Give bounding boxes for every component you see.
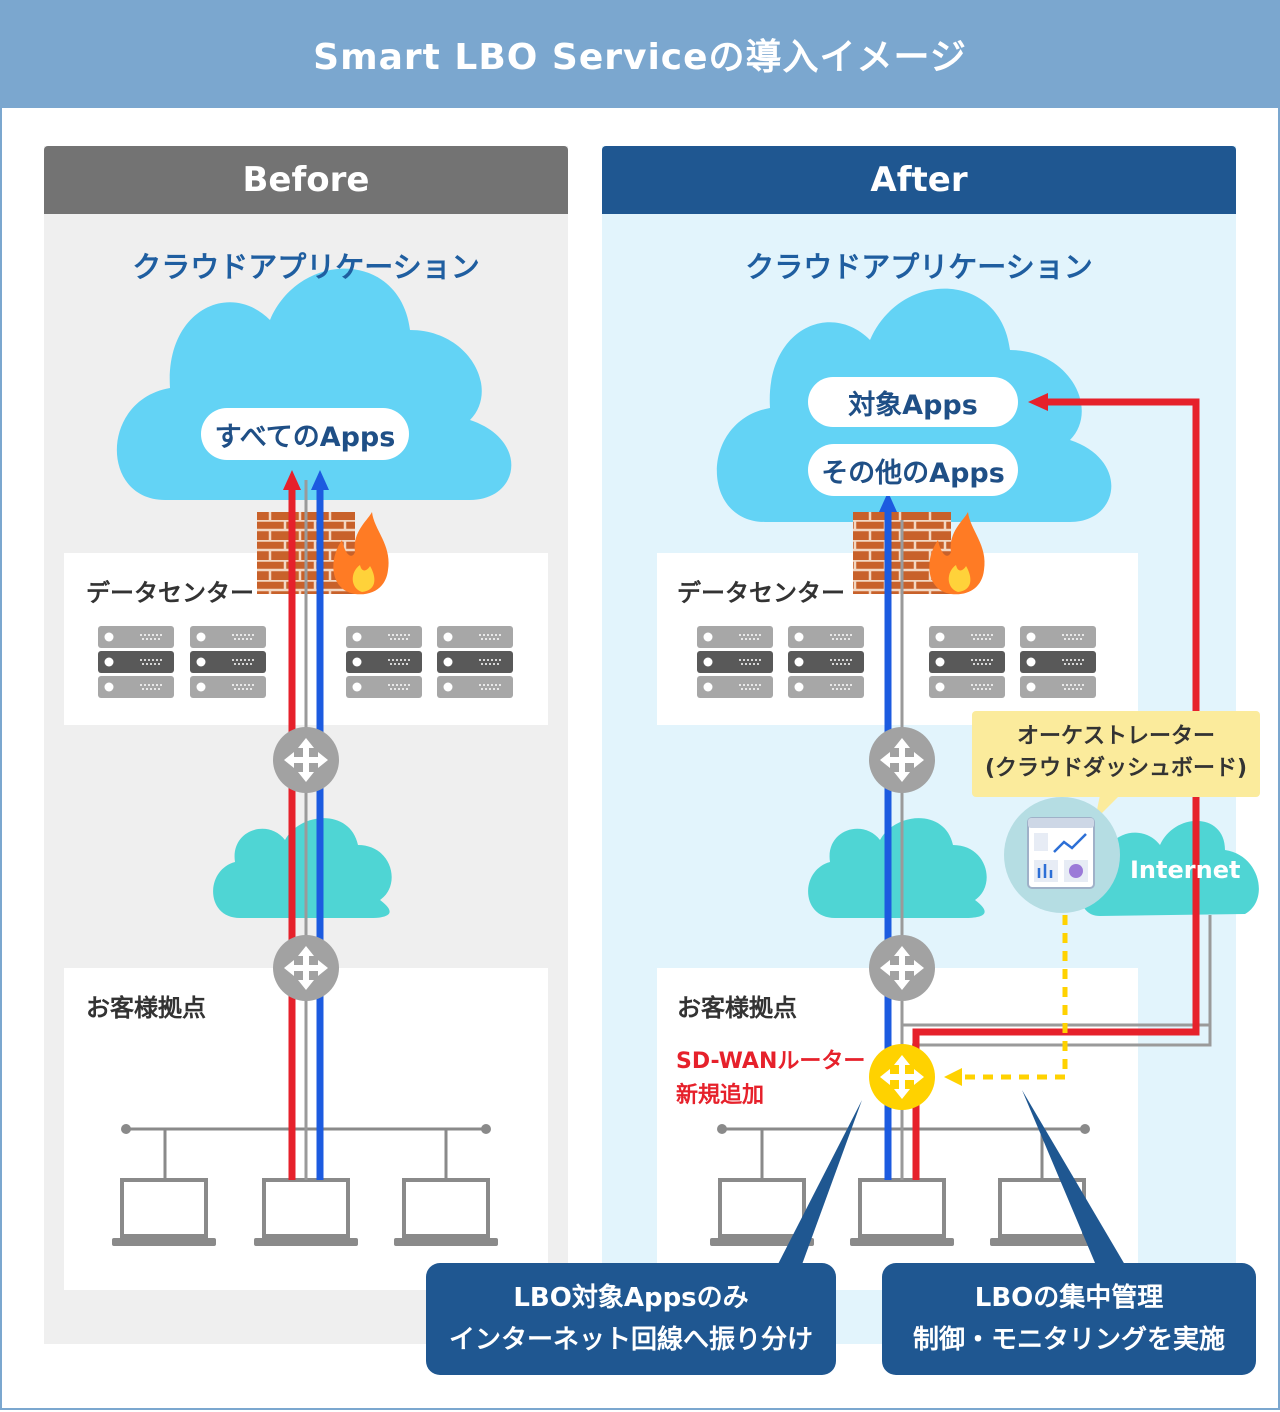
- before-router-icon-1: [273, 727, 339, 793]
- lbo-management-callout: LBOの集中管理 制御・モニタリングを実施: [882, 1263, 1256, 1375]
- internet-label: Internet: [1130, 856, 1241, 884]
- before-flame-icon: [333, 512, 389, 595]
- before-wan-cloud: [213, 818, 392, 918]
- dashboard-icon: [1004, 797, 1120, 913]
- orchestrator-control-line: [962, 915, 1068, 1080]
- before-all-apps-pill: すべてのApps: [201, 408, 409, 460]
- orchestrator-label-line1: オーケストレーター: [1016, 724, 1215, 749]
- lbo-management-callout-line1: LBOの集中管理: [974, 1283, 1164, 1313]
- after-wan-cloud: [808, 818, 987, 918]
- lbo-routing-callout-line1: LBO対象Appsのみ: [513, 1283, 749, 1313]
- after-router-icon-1: [869, 727, 935, 793]
- before-cloud-title: クラウドアプリケーション: [132, 250, 480, 284]
- lbo-routing-callout: LBO対象Appsのみ インターネット回線へ振り分け: [426, 1263, 836, 1375]
- orchestrator-label-line2: (クラウドダッシュボード): [984, 756, 1248, 781]
- sd-wan-router-label: SD-WANルーター 新規追加: [676, 1045, 865, 1113]
- after-site-label: お客様拠点: [677, 994, 797, 1022]
- after-flame-icon: [929, 512, 985, 595]
- before-traffic-paths: [283, 470, 329, 1180]
- after-router-icon-2: [869, 935, 935, 1001]
- other-apps-pill: その他のApps: [808, 444, 1018, 496]
- after-heading: After: [602, 146, 1236, 214]
- before-datacenter-label: データセンター: [86, 579, 254, 607]
- sd-wan-router-label-line2: 新規追加: [676, 1083, 765, 1108]
- after-servers: [696, 625, 1097, 699]
- lbo-management-callout-line2: 制御・モニタリングを実施: [912, 1325, 1225, 1355]
- sd-wan-router-icon: [869, 1044, 935, 1110]
- internet-cloud: [1081, 820, 1259, 916]
- before-router-icon-2: [273, 935, 339, 1001]
- before-site-label: お客様拠点: [86, 994, 206, 1022]
- left-callout-pointer: [775, 1100, 862, 1270]
- page-title: Smart LBO Serviceの導入イメージ: [0, 0, 1280, 108]
- lbo-routing-callout-line2: インターネット回線へ振り分け: [448, 1325, 813, 1355]
- orchestrator-label: オーケストレーター (クラウドダッシュボード): [972, 711, 1260, 797]
- before-heading: Before: [44, 146, 568, 214]
- before-main-cloud: [116, 268, 512, 500]
- target-apps-pill: 対象Apps: [808, 377, 1018, 427]
- after-cloud-title: クラウドアプリケーション: [745, 250, 1093, 284]
- sd-wan-router-label-line1: SD-WANルーター: [676, 1049, 866, 1074]
- after-datacenter-label: データセンター: [677, 579, 845, 607]
- after-firewall-icon: [853, 512, 985, 595]
- right-callout-pointer: [1022, 1090, 1128, 1270]
